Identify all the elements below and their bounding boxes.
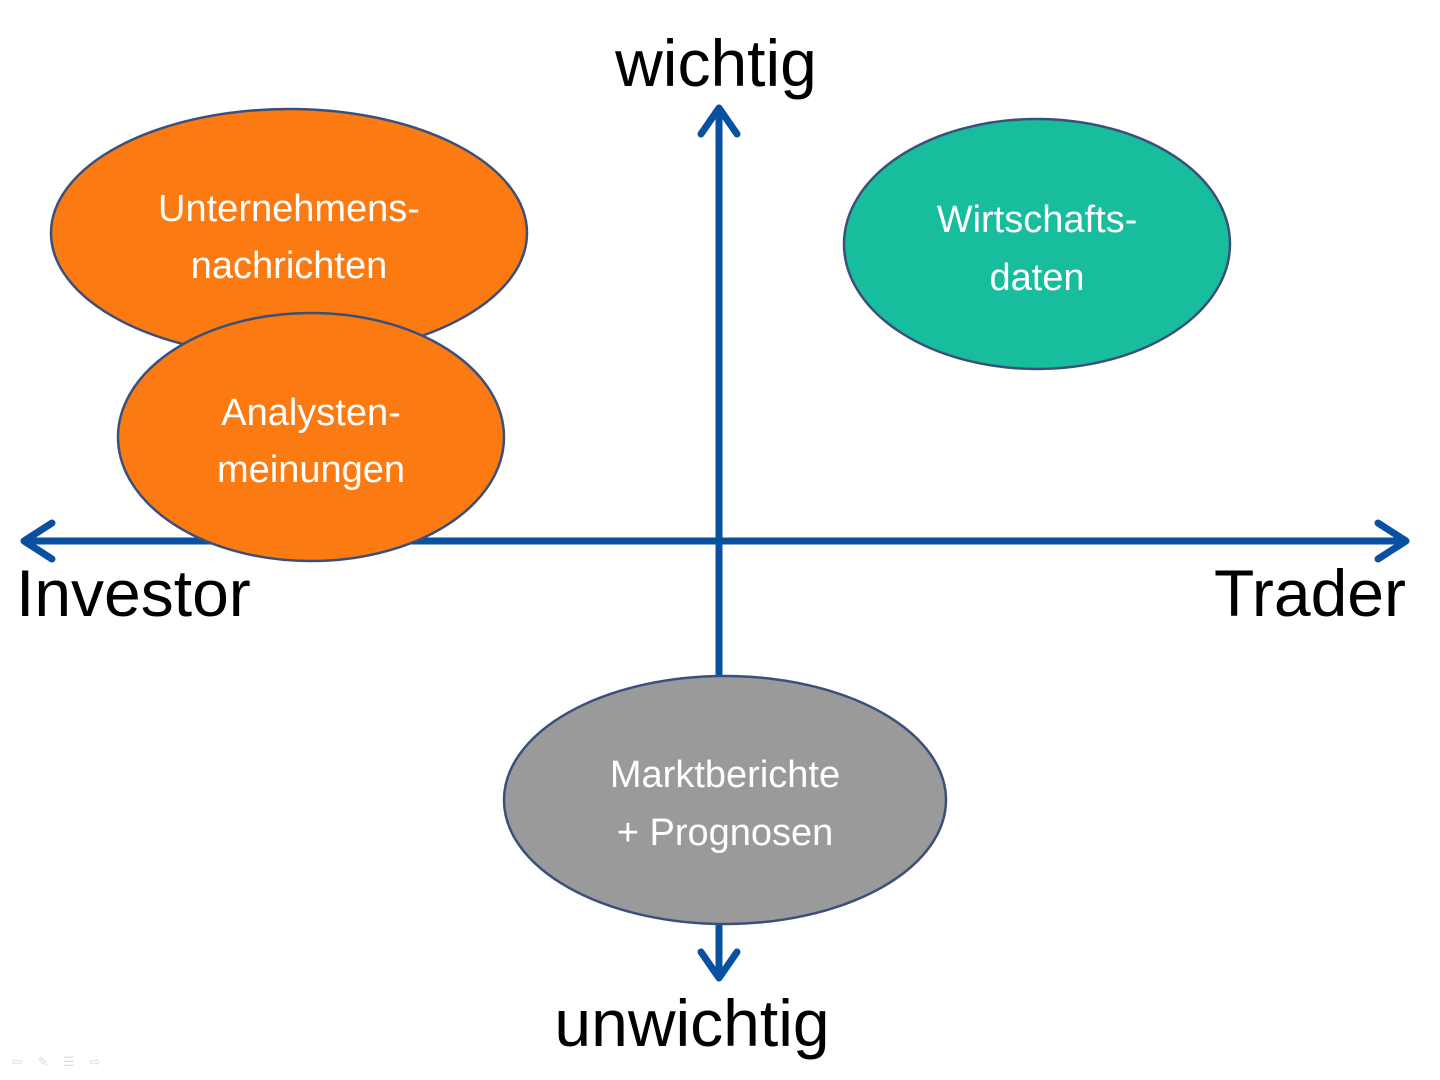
bubble-unternehmensnachrichten: Unternehmens- nachrichten	[49, 107, 529, 359]
bubble-analystenmeinungen: Analysten- meinungen	[116, 311, 506, 563]
bubble-label-line: Wirtschafts-	[937, 199, 1138, 241]
bubble-marktberichte: Marktberichte + Prognosen	[502, 674, 948, 926]
axis-arrow-right-icon	[1374, 519, 1410, 563]
axis-label-right: Trader	[1214, 556, 1406, 630]
pen-icon[interactable]: ✎	[37, 1055, 49, 1070]
arrow-right-icon[interactable]: ⇨	[89, 1055, 101, 1070]
axis-arrow-left-icon	[20, 519, 56, 563]
bubble-label-line: nachrichten	[191, 245, 387, 287]
axis-label-left: Investor	[16, 556, 251, 630]
axis-arrow-up-icon	[697, 104, 741, 138]
axis-label-top: wichtig	[614, 26, 817, 100]
menu-icon[interactable]: ☰	[63, 1055, 75, 1070]
bubble-label-line: meinungen	[217, 449, 405, 491]
bubble-label-line: daten	[989, 257, 1084, 299]
slide-navigation: ⇦ ✎ ☰ ⇨	[8, 1056, 104, 1070]
axis-arrow-down-icon	[697, 948, 741, 982]
bubble-label-line: Unternehmens-	[158, 188, 420, 230]
arrow-left-icon[interactable]: ⇦	[11, 1055, 23, 1070]
bubble-wirtschaftsdaten: Wirtschafts- daten	[842, 117, 1232, 371]
bubble-label-line: + Prognosen	[617, 812, 834, 854]
axis-label-bottom: unwichtig	[554, 986, 829, 1060]
bubble-label-line: Marktberichte	[610, 754, 840, 796]
bubble-label-line: Analysten-	[221, 392, 401, 434]
